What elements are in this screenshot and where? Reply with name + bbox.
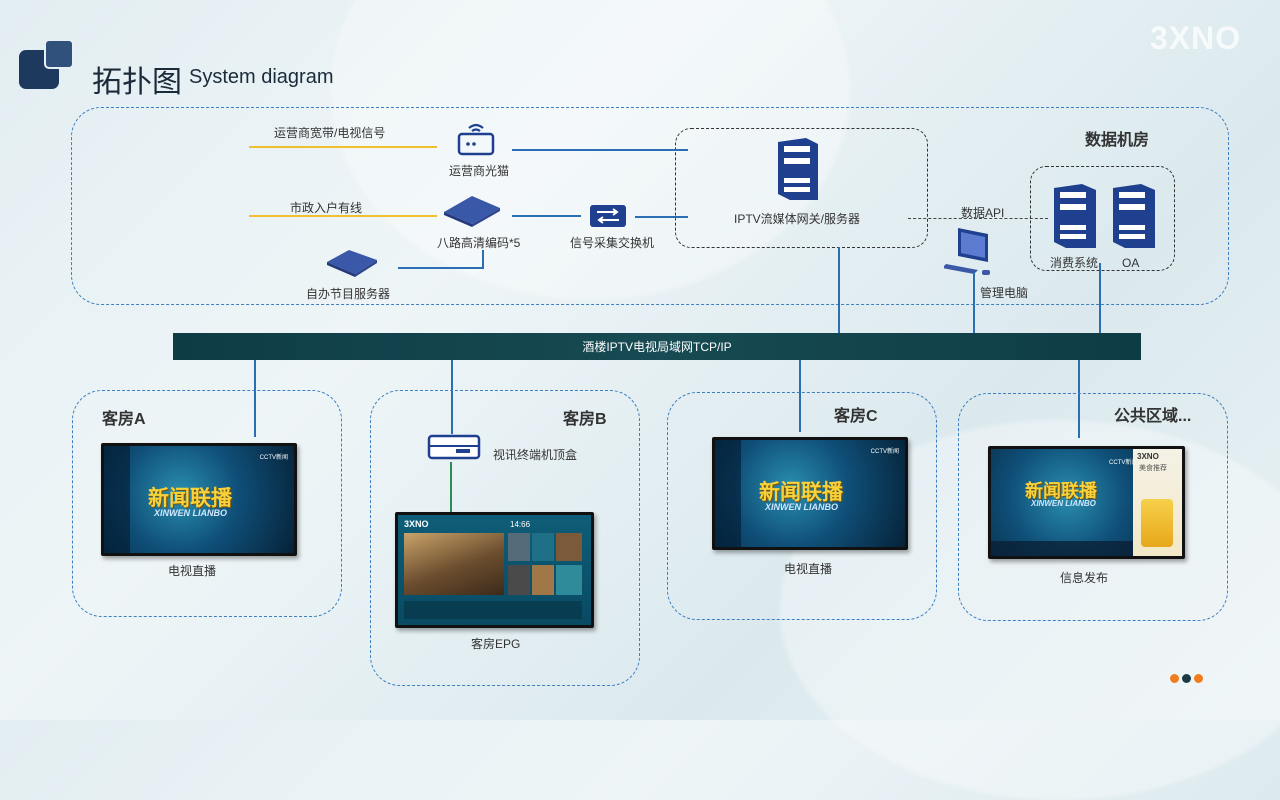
channel-logo: CCTV新闻 [870, 449, 899, 455]
epg-tile [532, 565, 554, 595]
epg-tile [532, 533, 554, 561]
page-indicator [1170, 670, 1206, 688]
bus-room-c-line [799, 360, 801, 432]
page-title: 拓扑图 [92, 65, 182, 100]
signage-screen-public: 新闻联播 XINWEN LIANBO CCTV新闻 3XNO 美食推荐 [988, 446, 1185, 559]
oa-server-icon [1113, 184, 1155, 248]
public-area-title: 公共区域... [1114, 408, 1192, 425]
epg-tile [508, 565, 530, 595]
encoder-label: 八路高清编码*5 [437, 236, 521, 250]
signage-side-panel: 3XNO 美食推荐 [1133, 449, 1182, 556]
channel-logo: CCTV新闻 [259, 455, 288, 461]
selfserver-encoder-line-h [398, 267, 484, 269]
consumption-label: 消费系统 [1050, 256, 1099, 270]
room-a-box [72, 390, 342, 617]
tv-screen-room-c: 新闻联播 XINWEN LIANBO CCTV新闻 [712, 437, 908, 550]
signage-product-image [1141, 499, 1173, 547]
gateway-bus-line [838, 247, 840, 333]
epg-screen-room-b: 3XNO 14:66 [395, 512, 594, 628]
epg-tile [508, 533, 530, 561]
epg-time: 14:66 [510, 520, 531, 529]
bus-public-line [1078, 360, 1080, 438]
set-top-box-icon [427, 434, 481, 460]
isp-input-label: 运营商宽带/电视信号 [274, 126, 386, 140]
pc-bus-line [973, 272, 975, 333]
oa-label: OA [1122, 256, 1140, 270]
switch-label: 信号采集交换机 [570, 236, 655, 250]
page-dot [1170, 674, 1179, 683]
gateway-box [675, 128, 928, 248]
news-title: 新闻联播 [1025, 481, 1097, 502]
switch-gateway-line [635, 216, 688, 218]
cable-input-label: 市政入户有线 [290, 201, 363, 215]
switch-icon [590, 205, 626, 227]
computer-icon [944, 228, 990, 275]
epg-tile [556, 533, 582, 561]
signage-ticker [991, 541, 1133, 556]
self-server-label: 自办节目服务器 [306, 287, 391, 301]
stb-label: 视讯终端机顶盒 [493, 448, 578, 462]
page-subtitle: System diagram [189, 66, 334, 88]
room-c-title: 客房C [834, 408, 878, 425]
gateway-label: IPTV流媒体网关/服务器 [734, 212, 861, 226]
brand-watermark: 3XNO [1150, 20, 1242, 56]
room-c-box [667, 392, 937, 620]
datacenter-title: 数据机房 [1085, 132, 1150, 149]
cable-input-line [249, 215, 437, 217]
router-icon [457, 123, 495, 156]
room-a-caption: 电视直播 [168, 564, 217, 578]
isp-input-line [249, 146, 437, 148]
bus-room-a-line [254, 360, 256, 437]
public-caption: 信息发布 [1060, 571, 1109, 585]
news-subtitle: XINWEN LIANBO [765, 502, 838, 512]
page-dot [1182, 674, 1191, 683]
lan-bus: 酒楼IPTV电视局域网TCP/IP [173, 333, 1141, 360]
room-b-box [370, 390, 640, 686]
bus-room-b-line [451, 360, 453, 434]
epg-hero-image [404, 533, 504, 595]
channel-logo: CCTV新闻 [1109, 460, 1138, 466]
page-dot [1194, 674, 1203, 683]
gateway-server-icon [778, 138, 818, 200]
news-title: 新闻联播 [148, 486, 232, 510]
signage-brand: 3XNO [1137, 452, 1159, 461]
room-c-caption: 电视直播 [784, 562, 833, 576]
consumption-server-icon [1054, 184, 1096, 248]
room-a-title: 客房A [102, 411, 146, 428]
modem-gateway-line [512, 149, 688, 151]
headend-region [71, 107, 1229, 305]
room-b-caption: 客房EPG [471, 637, 521, 651]
tv-screen-room-a: 新闻联播 XINWEN LIANBO CCTV新闻 [101, 443, 297, 556]
selfserver-encoder-line-v [482, 250, 484, 269]
encoder-icon [444, 196, 500, 227]
logo-square [44, 39, 74, 69]
epg-brand: 3XNO [404, 519, 429, 529]
encoder-switch-line [512, 215, 581, 217]
server-box-icon [327, 250, 377, 277]
data-api-line [908, 218, 1048, 219]
epg-tile [556, 565, 582, 595]
mgmt-pc-label: 管理电脑 [980, 286, 1029, 300]
data-api-label: 数据API [961, 206, 1005, 220]
datacenter-bus-line [1099, 263, 1101, 333]
room-b-title: 客房B [563, 411, 607, 428]
news-title: 新闻联播 [759, 480, 843, 504]
epg-menu-bar [404, 601, 582, 619]
stb-tv-line [450, 462, 452, 512]
public-area-box [958, 393, 1228, 621]
optical-modem-label: 运营商光猫 [449, 164, 510, 178]
news-subtitle: XINWEN LIANBO [1031, 499, 1096, 508]
news-subtitle: XINWEN LIANBO [154, 508, 227, 518]
signage-subtitle: 美食推荐 [1139, 465, 1167, 472]
